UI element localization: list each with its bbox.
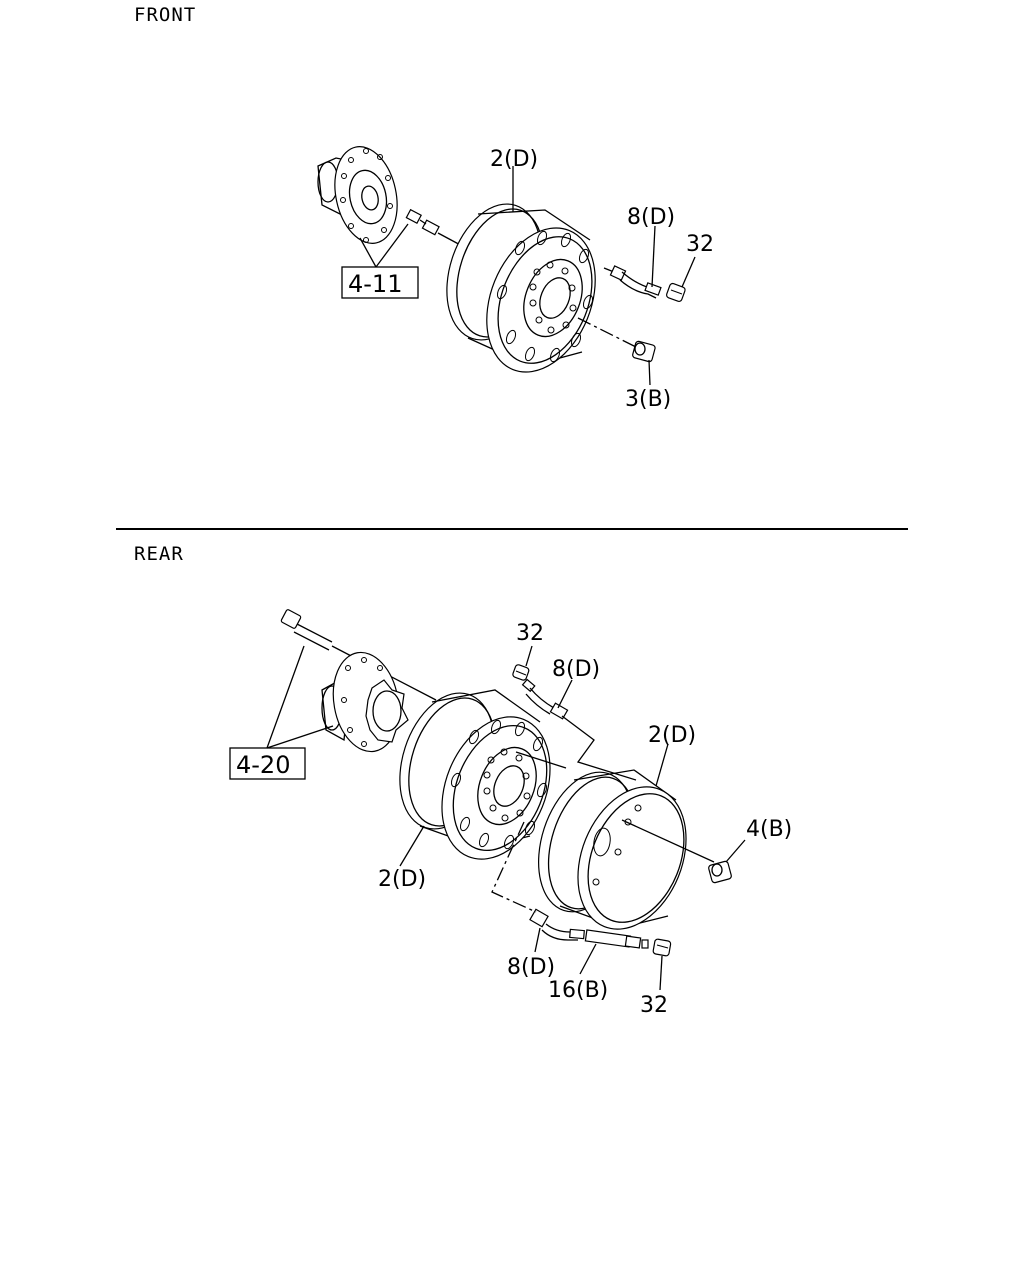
- rear-top-valve: [521, 678, 569, 720]
- front-section-title: FRONT: [134, 4, 197, 26]
- rear-hub: [321, 651, 409, 753]
- front-hub-stud: [405, 208, 467, 249]
- section-divider: [116, 528, 908, 530]
- front-valve-cap: [665, 282, 686, 303]
- front-nut-label: 3(B): [625, 387, 671, 412]
- rear-outer-rim-label: 2(D): [648, 723, 696, 748]
- rear-reference-label: 4-20: [236, 751, 290, 779]
- rear-section-title: REAR: [134, 543, 184, 565]
- front-assembly: 2(D) 8(D) 32 3(B) 4-11: [317, 146, 714, 412]
- front-hub: [317, 146, 398, 244]
- front-rim: [446, 203, 596, 373]
- front-wheel-nut: [632, 340, 656, 363]
- rear-bottom-valve-cap: [652, 938, 672, 957]
- rear-nut-label: 4(B): [746, 817, 792, 842]
- front-reference-label: 4-11: [348, 270, 402, 298]
- rear-valve-extension: [584, 929, 649, 949]
- front-valve-cap-label: 32: [686, 232, 714, 257]
- rear-extension-label: 16(B): [548, 978, 608, 1003]
- rear-top-valve-cap: [512, 664, 530, 681]
- rear-outer-rim: [538, 769, 687, 930]
- front-valve-label: 8(D): [627, 205, 675, 230]
- front-valve: [603, 265, 662, 299]
- rear-top-cap-label: 32: [516, 621, 544, 646]
- rear-reference-box: [229, 747, 306, 780]
- rear-bottom-valve: [529, 908, 585, 941]
- rear-bottom-valve-label: 8(D): [507, 955, 555, 980]
- front-reference-box: [341, 266, 419, 299]
- rear-hub-stud: [280, 609, 437, 701]
- front-rim-label: 2(D): [490, 147, 538, 172]
- rear-bottom-cap-label: 32: [640, 993, 668, 1018]
- rear-assembly: 32 8(D) 2(D) 4(B) 2(D) 8(D) 16(B) 32 4-2…: [229, 609, 792, 1018]
- rear-top-valve-label: 8(D): [552, 657, 600, 682]
- rear-inner-rim-label: 2(D): [378, 867, 426, 892]
- rear-wheel-nut: [708, 860, 732, 884]
